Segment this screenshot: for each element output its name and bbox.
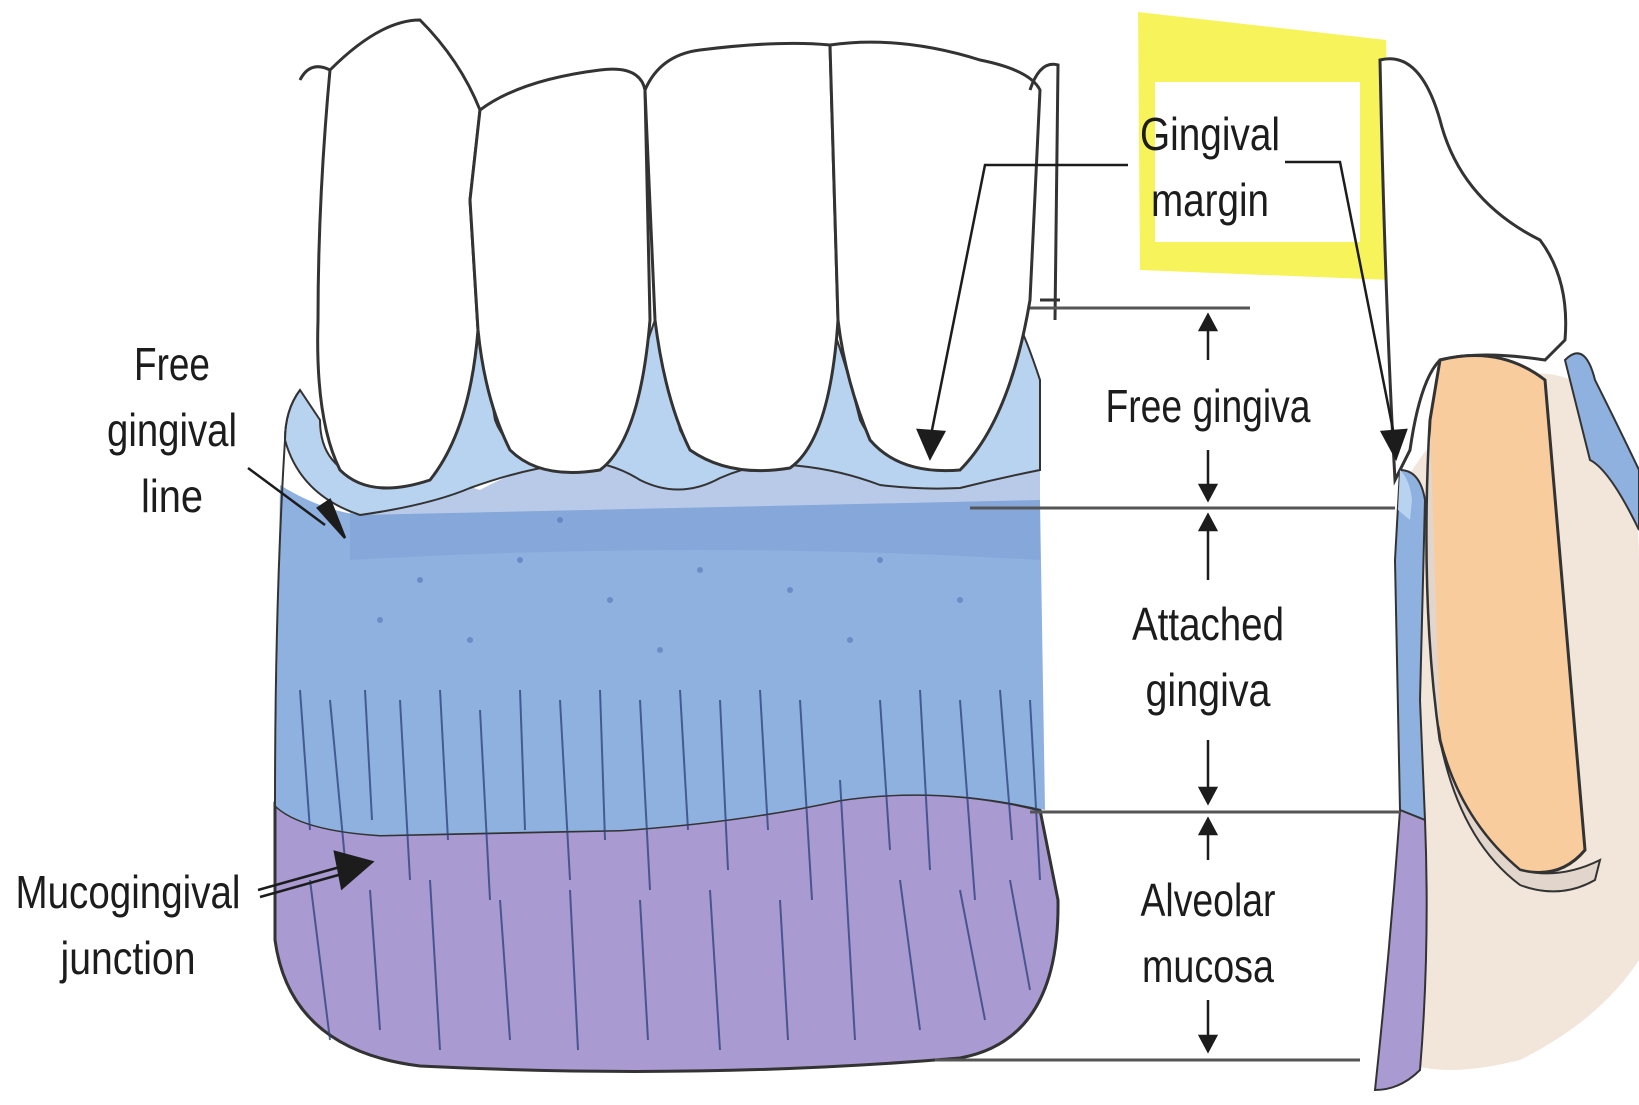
free-gingival-line-label-2: gingival (107, 404, 237, 456)
teeth (300, 20, 1060, 488)
mucogingival-junction-label-1: Mucogingival (16, 866, 241, 918)
attached-gingiva-label-1: Attached (1132, 598, 1284, 650)
free-gingival-line-label-1: Free (134, 338, 210, 390)
gingival-margin-label-2: margin (1151, 174, 1269, 226)
cross-section (1375, 59, 1639, 1090)
free-gingival-line-label-3: line (141, 470, 203, 522)
alveolar-mucosa-label-1: Alveolar (1141, 874, 1276, 926)
tooth-3 (645, 43, 838, 470)
tooth-2 (470, 69, 650, 472)
mucosa-strip (1375, 810, 1427, 1090)
free-gingiva-label: Free gingiva (1106, 380, 1311, 432)
tooth-1 (318, 20, 480, 488)
mucogingival-junction-label-2: junction (59, 932, 196, 984)
gingival-margin-label-1: Gingival (1140, 108, 1280, 160)
attached-gingiva-label-2: gingiva (1146, 664, 1271, 716)
alveolar-mucosa-region (275, 794, 1058, 1071)
gingiva-strip (1395, 470, 1425, 820)
alveolar-mucosa-label-2: mucosa (1142, 940, 1274, 992)
